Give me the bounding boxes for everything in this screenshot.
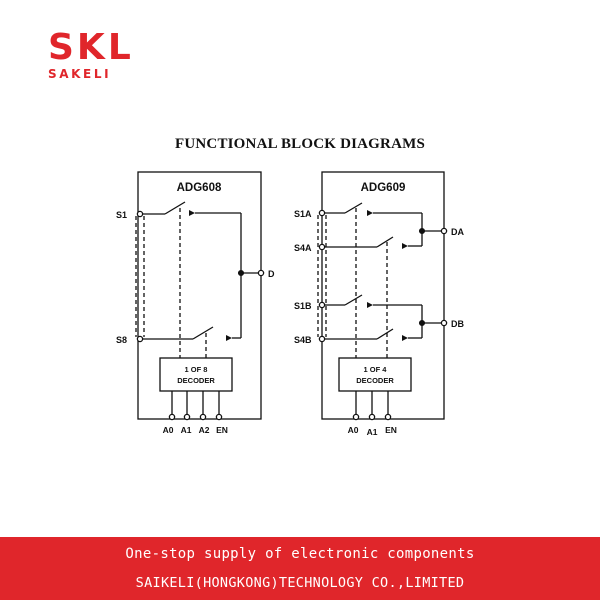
adg609-s1a-terminal (318, 209, 326, 217)
footer-tagline: One-stop supply of electronic components (125, 546, 475, 562)
adg609-s4a-switch (376, 236, 394, 248)
adg608-chip-outline (137, 171, 262, 420)
adg609-a0-pin (352, 413, 360, 421)
adg608-s8-terminal (136, 335, 144, 343)
adg608-s1-terminal (136, 210, 144, 218)
adg609-s4b-terminal (318, 335, 326, 343)
adg608-decoder-box (159, 357, 233, 392)
adg608-chip-name: ADG608 (177, 182, 222, 194)
adg608-a2-pin (199, 413, 207, 421)
adg609-decoder-line2: DECODER (356, 376, 394, 385)
adg608-a2-label: A2 (199, 425, 210, 435)
adg609-db-label: DB (451, 319, 464, 329)
adg608-s1-switch (164, 201, 186, 215)
adg608-en-label: EN (216, 425, 228, 435)
adg609-s4b-switch (376, 328, 394, 340)
adg609-s4b-label: S4B (294, 335, 312, 345)
footer-company-name: SAIKELI(HONGKONG)TECHNOLOGY CO.,LIMITED (135, 575, 465, 591)
adg608-s8-label: S8 (116, 335, 127, 345)
adg609-da-label: DA (451, 227, 464, 237)
adg608-s1-label: S1 (116, 210, 127, 220)
adg608-a1-pin (183, 413, 191, 421)
adg609-s4a-label: S4A (294, 243, 312, 253)
company-logo: SKL SAKELI (48, 27, 134, 82)
adg609-a0-label: A0 (348, 425, 359, 435)
adg608-a0-label: A0 (163, 425, 174, 435)
adg608-d-label: D (268, 269, 275, 279)
adg608-s8-switch (192, 326, 214, 340)
logo-text: SKL (48, 27, 134, 68)
adg609-da-terminal (440, 227, 448, 235)
adg608-decoder-line1: 1 OF 8 (185, 365, 208, 374)
adg609-s1b-label: S1B (294, 301, 312, 311)
adg609-s1a-label: S1A (294, 209, 312, 219)
adg608-en-pin (215, 413, 223, 421)
footer-banner: One-stop supply of electronic components… (0, 537, 600, 600)
adg608-diagram (135, 171, 265, 421)
adg609-s1b-switch (344, 294, 363, 306)
adg609-diagram (317, 171, 448, 421)
adg608-d-terminal (257, 269, 265, 277)
adg609-en-pin (384, 413, 392, 421)
logo-subtext: SAKELI (48, 67, 112, 81)
adg608-decoder-line2: DECODER (177, 376, 215, 385)
adg609-chip-outline (321, 171, 445, 420)
adg609-s1b-terminal (318, 301, 326, 309)
adg609-a1-pin (368, 413, 376, 421)
diagram-title: FUNCTIONAL BLOCK DIAGRAMS (174, 136, 426, 152)
adg609-s4a-terminal (318, 243, 326, 251)
adg609-decoder-line1: 1 OF 4 (364, 365, 388, 374)
adg609-en-label: EN (385, 425, 397, 435)
adg609-s1a-switch (344, 202, 363, 214)
adg608-a1-label: A1 (181, 425, 192, 435)
adg609-chip-name: ADG609 (361, 182, 406, 194)
adg608-a0-pin (168, 413, 176, 421)
adg609-db-terminal (440, 319, 448, 327)
adg609-a1-label: A1 (367, 427, 378, 437)
adg609-decoder-box (338, 357, 412, 392)
